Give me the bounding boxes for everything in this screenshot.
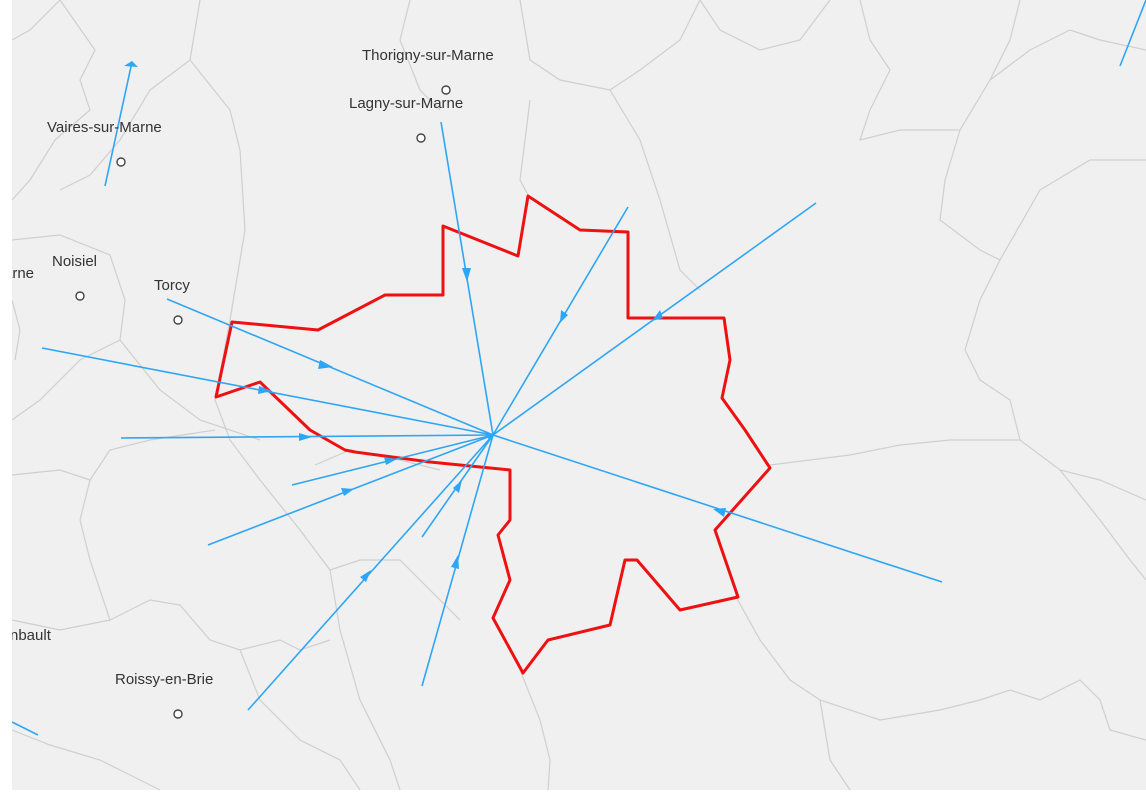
flow-arrow <box>486 431 493 439</box>
town-marker-lagny[interactable] <box>416 133 426 143</box>
flow-arrow <box>360 570 371 582</box>
flow-arrow <box>384 457 397 465</box>
map-left-margin <box>0 0 12 802</box>
flow-arrow <box>258 386 272 394</box>
map-background <box>12 0 1146 802</box>
town-marker-noisiel[interactable] <box>75 291 85 301</box>
town-label-thorigny: Thorigny-sur-Marne <box>362 47 494 64</box>
town-marker-roissy[interactable] <box>173 709 183 719</box>
town-markers <box>75 85 451 719</box>
map-bottom-margin <box>0 790 1146 802</box>
town-label-torcy: Torcy <box>154 277 190 294</box>
flow-arrow <box>299 433 312 441</box>
town-marker-thorigny[interactable] <box>441 85 451 95</box>
flow-arrow <box>451 555 459 569</box>
flow-arrow <box>124 61 138 67</box>
flow-arrow <box>713 508 726 517</box>
town-labels: Thorigny-sur-Marne Lagny-sur-Marne Vaire… <box>4 47 494 688</box>
selected-commune-outline[interactable] <box>214 194 772 675</box>
town-label-vaires: Vaires-sur-Marne <box>47 119 162 136</box>
town-label-noisiel: Noisiel <box>52 253 97 270</box>
flow-arrow <box>453 480 462 493</box>
flow-arrow <box>462 268 471 282</box>
flow-arrow <box>318 360 333 369</box>
commune-boundaries <box>11 0 1146 791</box>
flow-arrows <box>124 61 726 582</box>
town-label-partial-bottom-left: nbault <box>10 627 52 644</box>
town-label-roissy: Roissy-en-Brie <box>115 671 213 688</box>
town-marker-vaires[interactable] <box>116 157 126 167</box>
town-marker-torcy[interactable] <box>173 315 183 325</box>
flow-arrow <box>652 310 663 321</box>
flow-arrow <box>341 488 354 496</box>
town-label-lagny: Lagny-sur-Marne <box>349 95 463 112</box>
flow-arrow <box>560 310 568 323</box>
